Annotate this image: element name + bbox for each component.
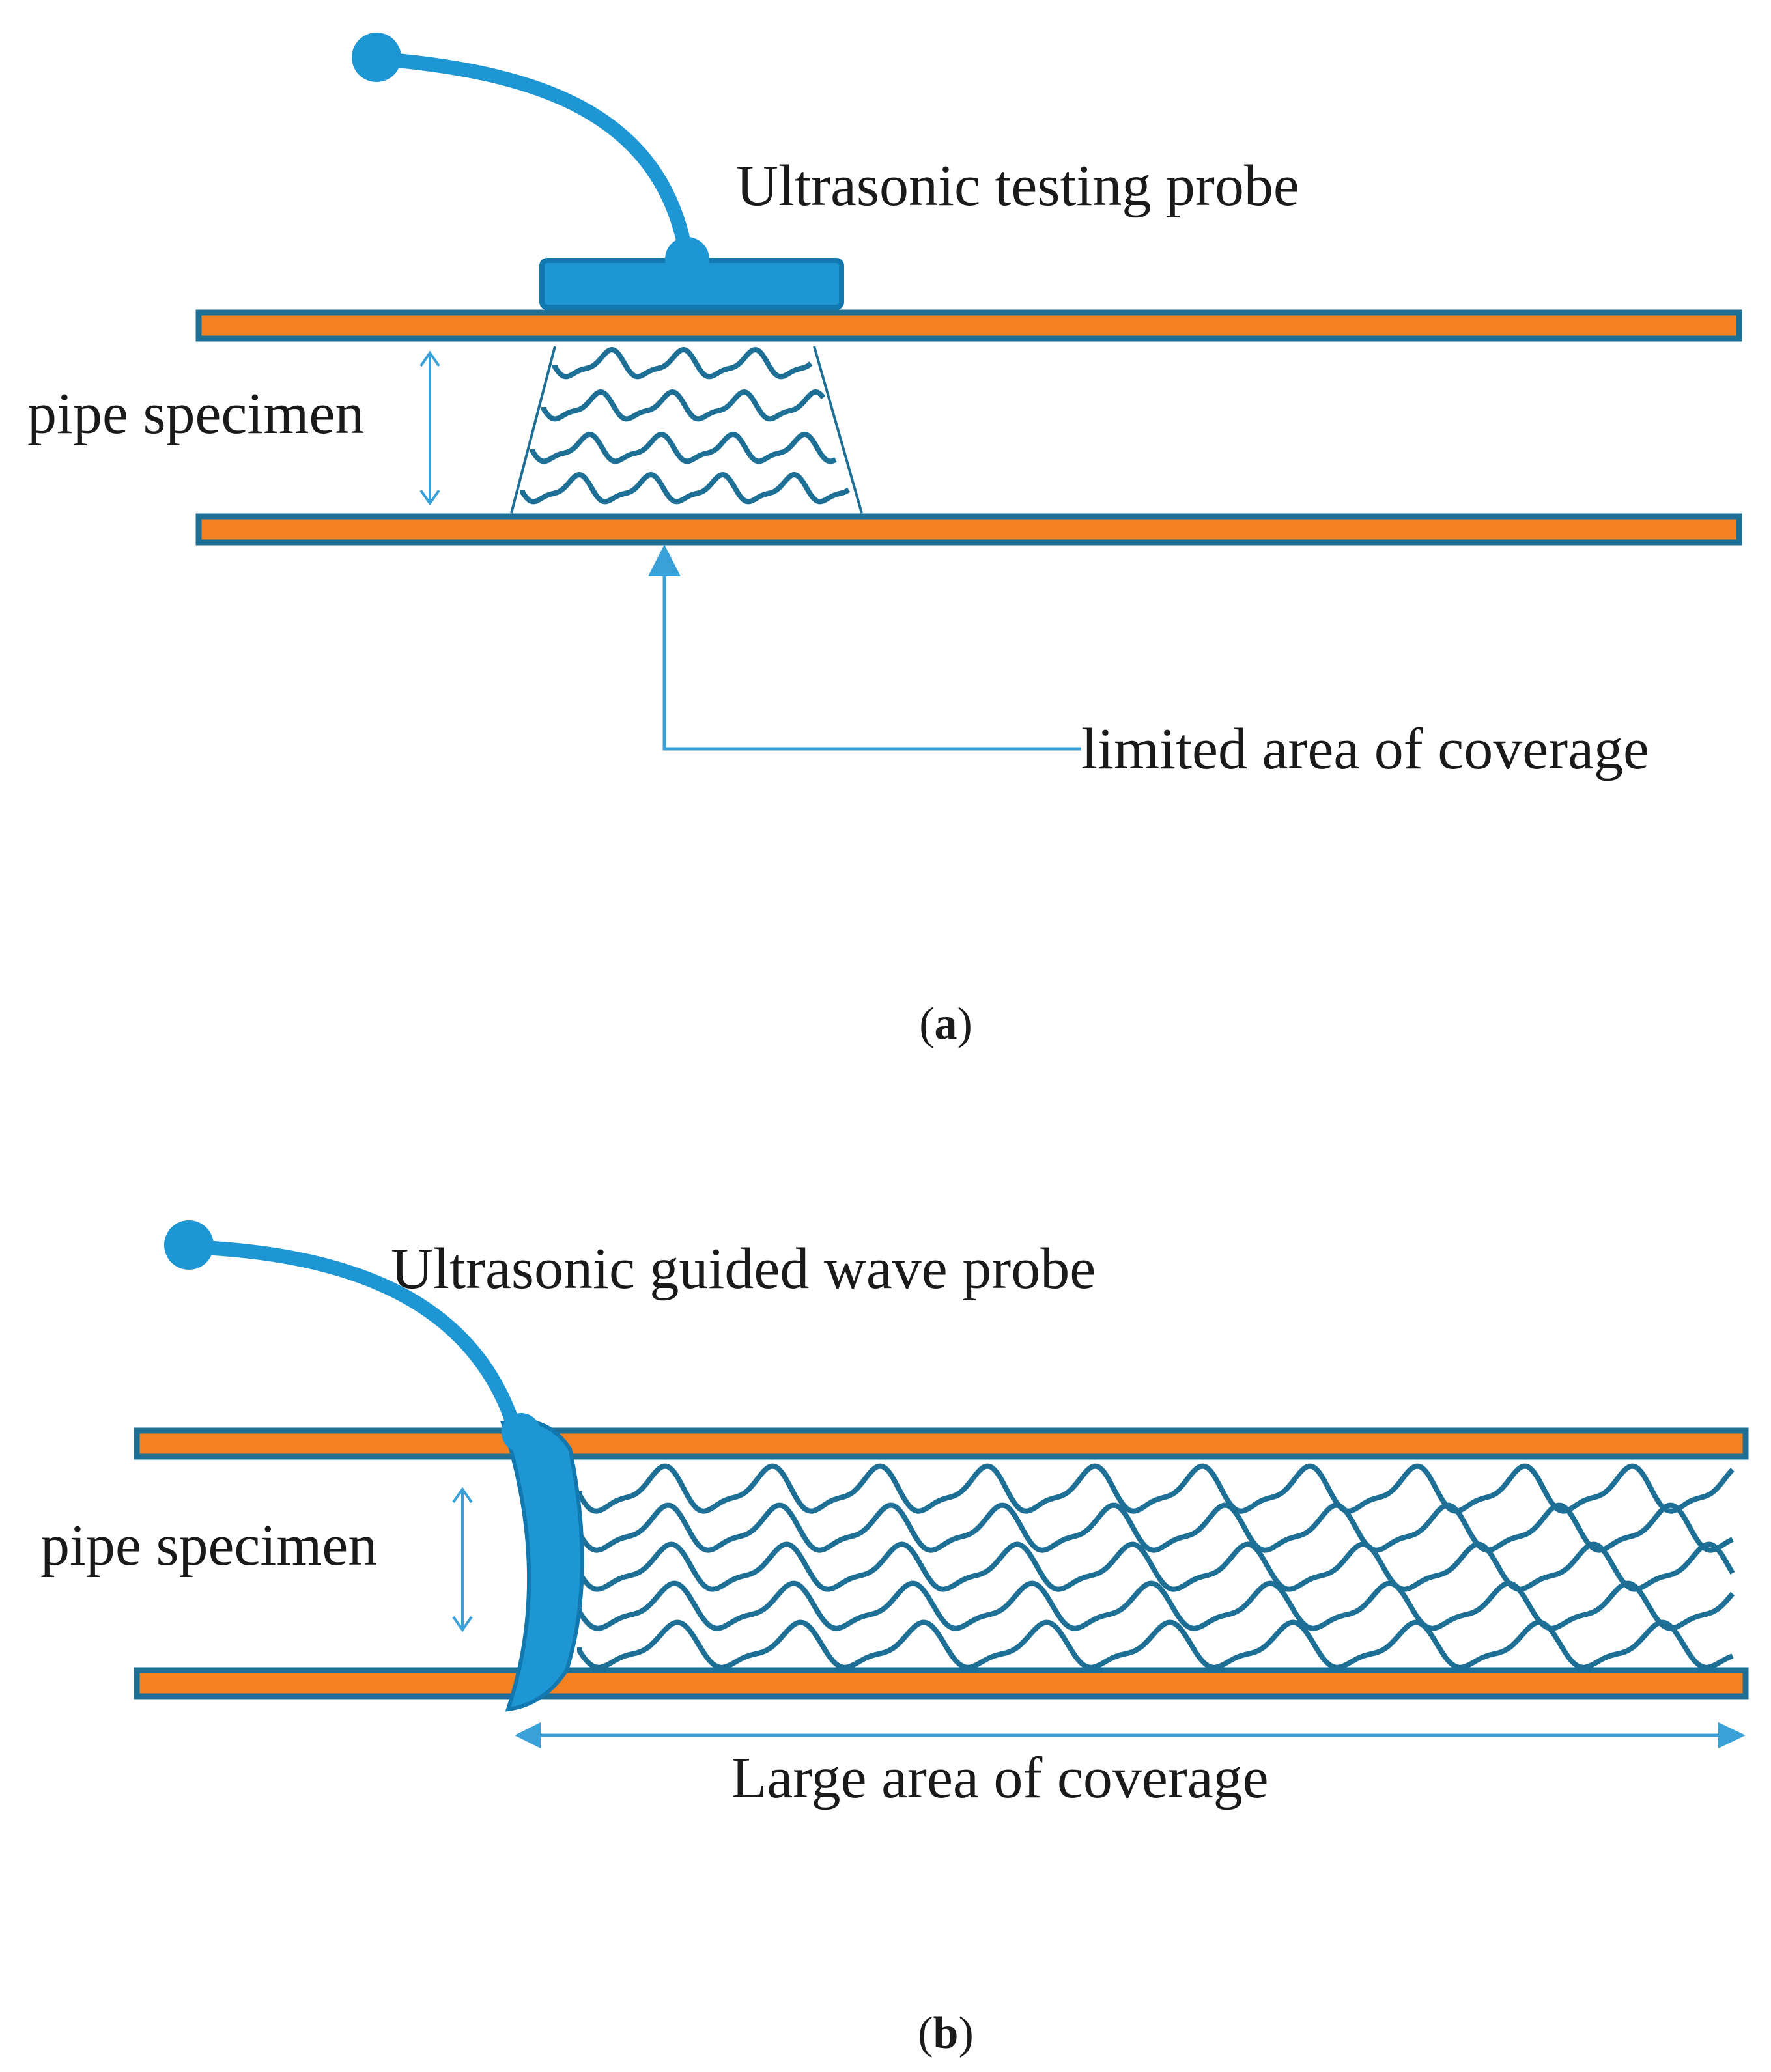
- wave-a-row-1: [552, 346, 813, 380]
- probe-a-cable-end: [352, 33, 401, 82]
- coverage-a-label: limited area of coverage: [1081, 717, 1649, 781]
- caption-a: (a): [919, 999, 972, 1049]
- probe-b-cable: [182, 1240, 525, 1446]
- panel-b: Ultrasonic guided wave probe pipe specim…: [40, 1220, 1749, 2058]
- coverage-pointer-a: [648, 544, 1081, 751]
- specimen-b-label: pipe specimen: [40, 1513, 377, 1578]
- wave-b-row-4: [577, 1580, 1735, 1631]
- wave-b-row-5: [577, 1619, 1734, 1670]
- probe-a-connector: [665, 237, 709, 281]
- probe-b-label: Ultrasonic guided wave probe: [391, 1237, 1096, 1301]
- probe-b-connector: [502, 1413, 541, 1452]
- waves-a: [520, 346, 851, 505]
- thickness-arrow-a: [419, 350, 440, 506]
- probe-b-collar: [500, 1418, 584, 1712]
- wave-b-row-1: [577, 1463, 1735, 1514]
- panel-a: Ultrasonic testing probe pipe specimen l…: [27, 33, 1742, 1049]
- pipe-b-top-wall: [134, 1427, 1749, 1460]
- probe-a-cable: [369, 51, 694, 268]
- coverage-b-label: Large area of coverage: [731, 1746, 1268, 1810]
- caption-b: (b): [918, 2008, 974, 2058]
- wave-a-row-2: [541, 389, 826, 422]
- probe-b-cable-end: [164, 1220, 214, 1270]
- waves-b: [577, 1463, 1735, 1670]
- probe-a-label: Ultrasonic testing probe: [736, 154, 1299, 218]
- wave-b-row-2: [577, 1502, 1734, 1553]
- beam-a-right-edge: [813, 346, 863, 514]
- thickness-arrow-b: [452, 1487, 473, 1632]
- beam-a-left-edge: [510, 346, 556, 514]
- pipe-b-bottom-wall: [134, 1667, 1749, 1700]
- wave-a-row-3: [530, 431, 837, 464]
- wave-a-row-4: [520, 471, 851, 505]
- pipe-a-top-wall: [195, 309, 1742, 342]
- wave-b-row-3: [577, 1541, 1735, 1592]
- specimen-a-label: pipe specimen: [27, 382, 364, 446]
- pipe-a-bottom-wall: [195, 513, 1742, 546]
- coverage-arrow-b: [515, 1722, 1746, 1748]
